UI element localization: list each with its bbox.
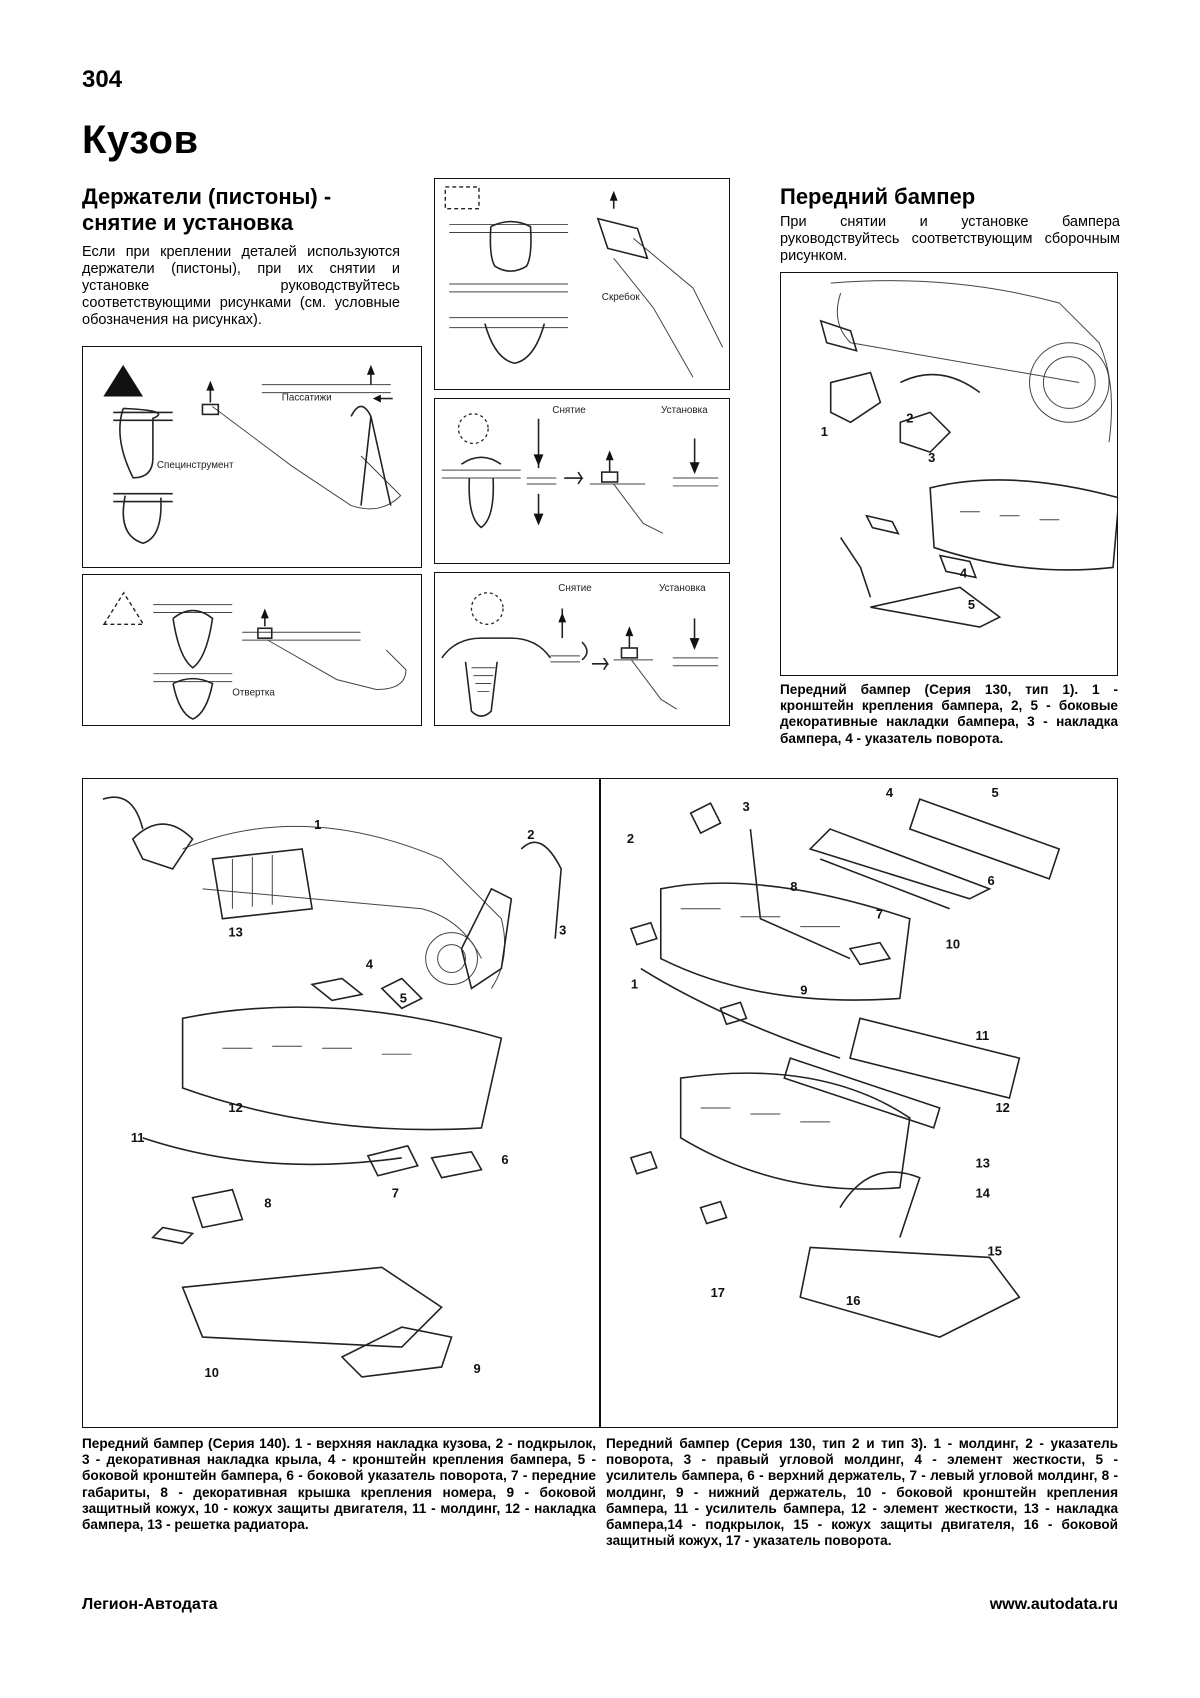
label-remove-2: Снятие (558, 583, 592, 594)
series130-caption: Передний бампер (Серия 130, тип 2 и тип … (606, 1436, 1118, 1549)
s130-callout-3: 3 (742, 799, 749, 814)
s130-callout-13: 13 (976, 1156, 990, 1171)
callout-2: 2 (906, 410, 913, 425)
s130-callout-14: 14 (976, 1186, 991, 1201)
s130-callout-11: 11 (976, 1028, 990, 1043)
label-install-2: Установка (659, 583, 706, 594)
s130-callout-5: 5 (991, 785, 998, 800)
s140-callout-12: 12 (228, 1100, 242, 1115)
s140-callout-7: 7 (392, 1186, 399, 1201)
dashed-square-icon (444, 186, 480, 210)
s130-callout-7: 7 (876, 907, 883, 922)
s140-callout-10: 10 (205, 1365, 219, 1380)
callout-3: 3 (928, 450, 935, 465)
figure-clip-remove-install: Снятие Установка (434, 398, 730, 564)
s140-callout-5: 5 (400, 990, 407, 1005)
dotted-circle-icon-2 (470, 592, 504, 625)
s140-callout-3: 3 (559, 923, 566, 938)
label-pliers: Пассатижи (282, 393, 332, 404)
s140-callout-9: 9 (473, 1361, 480, 1376)
s130-callout-9: 9 (800, 982, 807, 997)
footer-website[interactable]: www.autodata.ru (989, 1596, 1118, 1613)
front-bumper-text: При снятии и установке бампера руководст… (780, 214, 1120, 264)
label-install: Установка (661, 405, 708, 416)
callout-4: 4 (960, 565, 968, 580)
s140-callout-13: 13 (228, 925, 242, 940)
section-title: Кузов (82, 118, 199, 162)
s140-callout-8: 8 (264, 1196, 271, 1211)
figure-screwdriver-removal: Отвертка (82, 574, 422, 726)
label-remove: Снятие (552, 405, 586, 416)
s130-callout-15: 15 (988, 1243, 1002, 1258)
filled-triangle-icon (103, 364, 143, 397)
s140-callout-6: 6 (501, 1152, 508, 1167)
figure-front-bumper-130-type1: 1 2 3 4 5 (780, 272, 1118, 676)
front-bumper-heading: Передний бампер (780, 184, 976, 209)
callout-1: 1 (821, 424, 828, 439)
figure-front-bumper-series130-type23: 1 2 3 4 5 6 7 8 9 10 11 12 13 14 15 16 1… (600, 778, 1118, 1428)
s140-callout-2: 2 (527, 827, 534, 842)
s130-callout-6: 6 (988, 873, 995, 888)
s130-callout-1: 1 (631, 976, 638, 991)
label-scraper: Скребок (602, 292, 641, 303)
figure-front-bumper-series140: 1 2 3 4 5 6 7 8 9 10 11 12 13 (82, 778, 600, 1428)
label-screwdriver: Отвертка (232, 687, 275, 698)
page-number: 304 (82, 66, 123, 93)
s130-callout-12: 12 (995, 1100, 1009, 1115)
figure-threaded-clip-remove-install: Снятие Установка (434, 572, 730, 726)
holders-text: Если при креплении деталей используются … (82, 244, 400, 328)
s140-callout-11: 11 (131, 1130, 145, 1145)
s130-callout-10: 10 (946, 937, 960, 952)
s130-callout-17: 17 (711, 1285, 725, 1300)
callout-5: 5 (968, 597, 975, 612)
s130-callout-8: 8 (790, 879, 797, 894)
series140-caption: Передний бампер (Серия 140). 1 - верхняя… (82, 1436, 596, 1533)
s130-callout-4: 4 (886, 785, 894, 800)
s140-callout-4: 4 (366, 957, 374, 972)
label-special-tool: Специнструмент (157, 460, 234, 471)
s140-callout-1: 1 (314, 817, 321, 832)
front-bumper-caption: Передний бампер (Серия 130, тип 1). 1 - … (780, 682, 1118, 746)
outline-triangle-icon (102, 591, 145, 626)
holders-heading: Держатели (пистоны) - снятие и установка (82, 184, 332, 235)
s130-callout-2: 2 (627, 831, 634, 846)
figure-scraper-removal: Скребок (434, 178, 730, 390)
dotted-circle-icon (457, 413, 489, 445)
figure-pliers-removal: Пассатижи Специнструмент (82, 346, 422, 568)
s130-callout-16: 16 (846, 1293, 860, 1308)
footer-publisher: Легион-Автодата (82, 1596, 218, 1613)
